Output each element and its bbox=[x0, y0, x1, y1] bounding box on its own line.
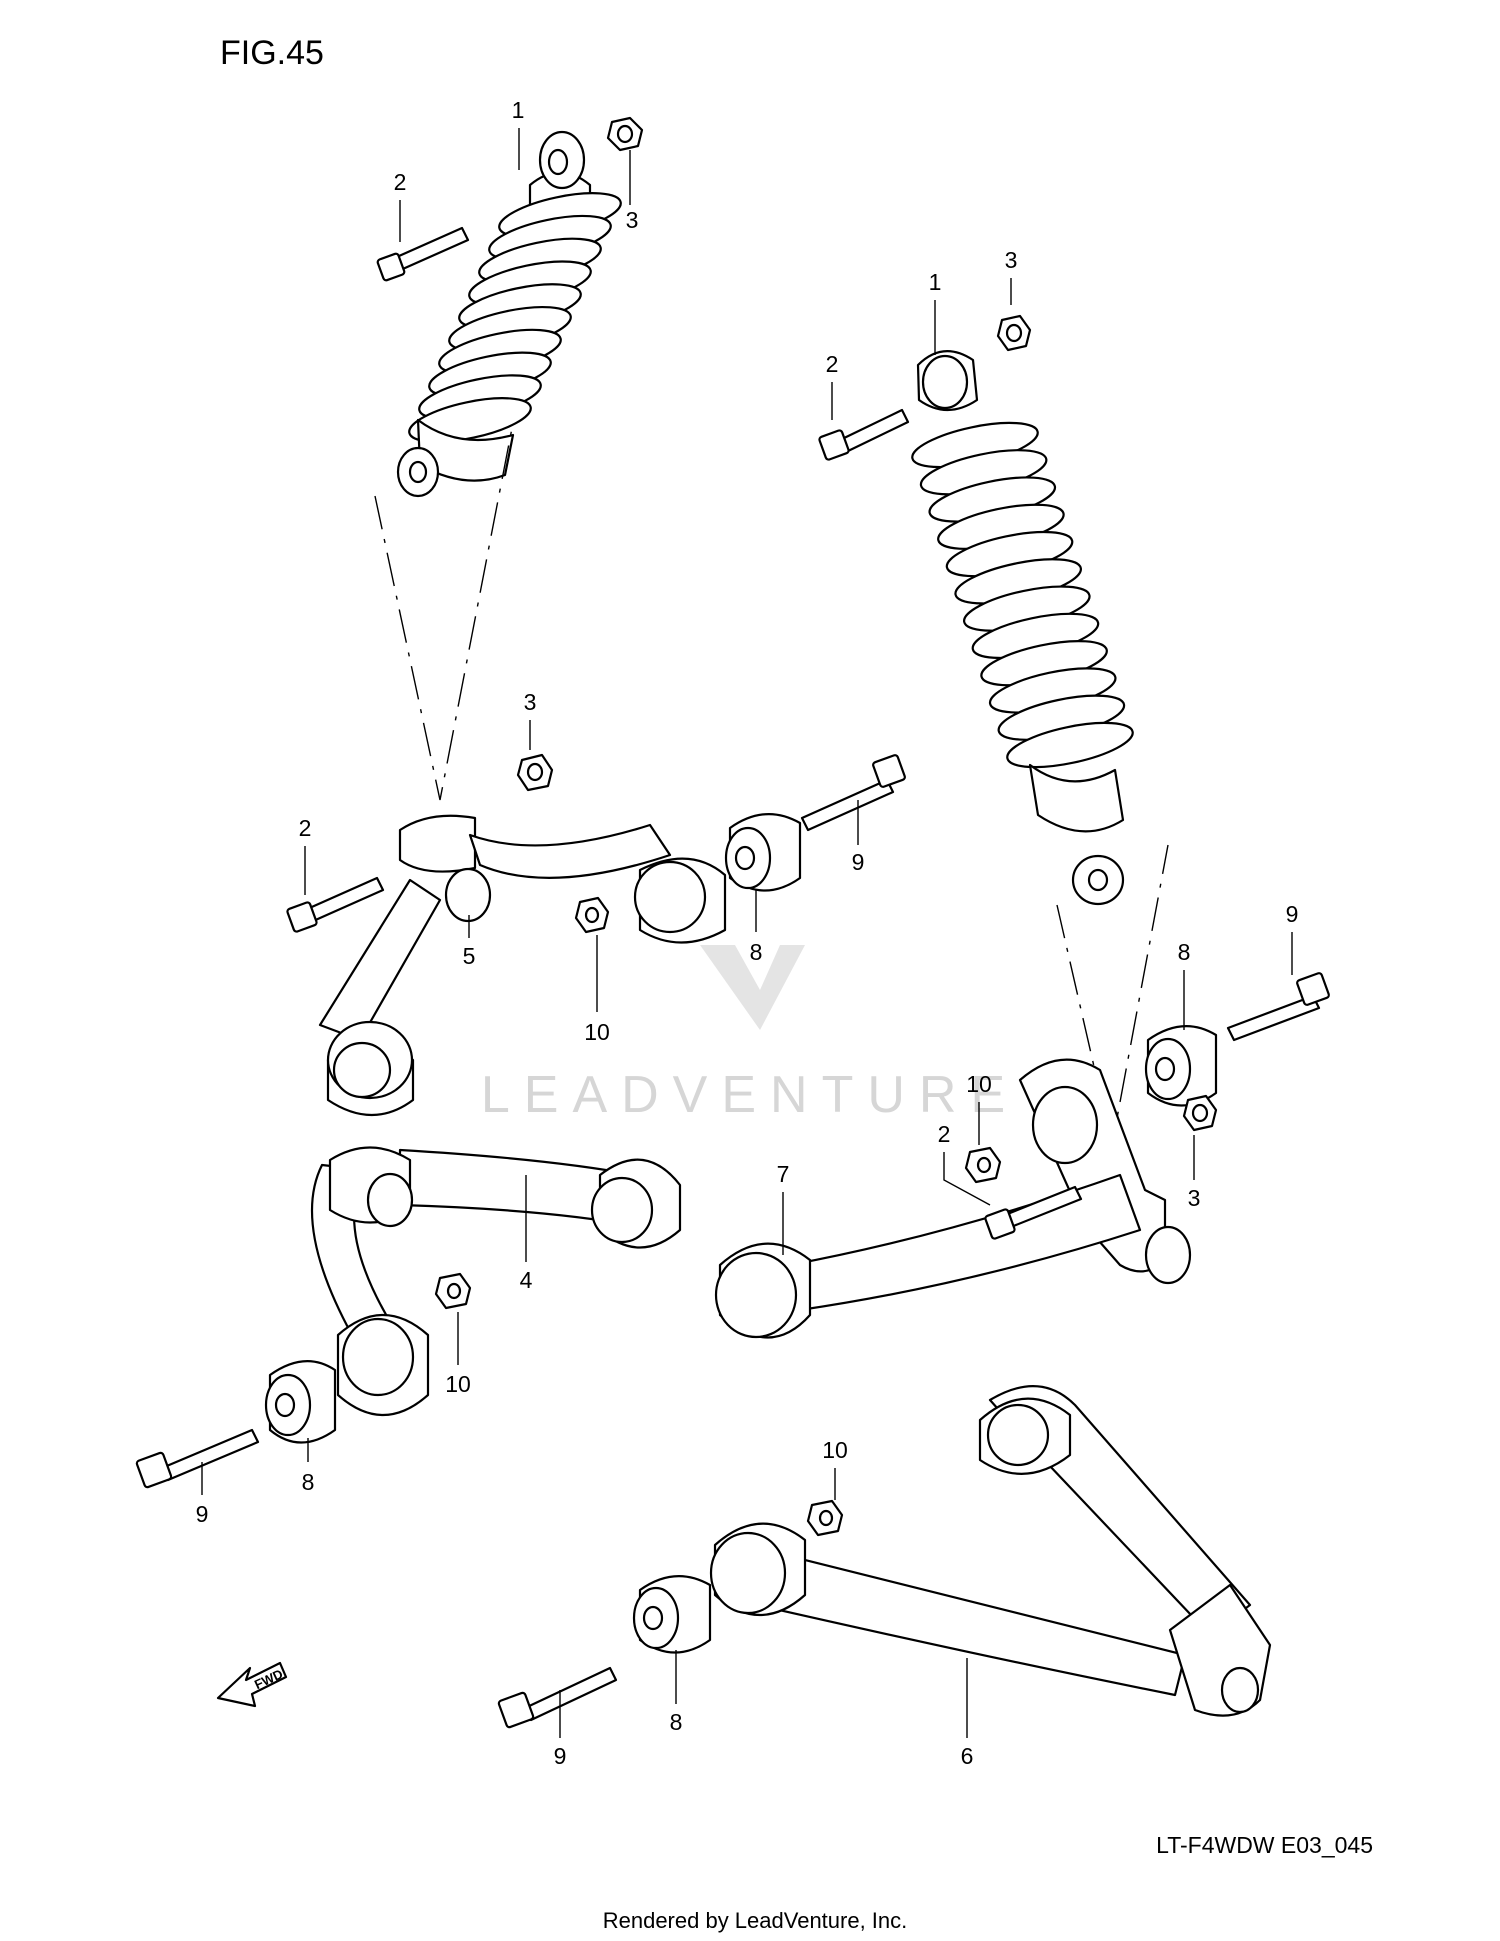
lower-arm-left bbox=[310, 1146, 682, 1416]
fwd-arrow-icon: FWD bbox=[216, 1661, 288, 1708]
shock-absorber-right bbox=[911, 350, 1134, 906]
nut-10b bbox=[964, 1146, 1002, 1184]
bushing-8a bbox=[724, 813, 802, 892]
callout-c2c: 2 bbox=[299, 815, 312, 841]
leadventure-watermark: LEADVENTURE bbox=[481, 830, 1019, 1124]
callout-c10d: 10 bbox=[822, 1437, 848, 1463]
callout-c2a: 2 bbox=[394, 169, 407, 195]
lower-arm-right bbox=[709, 1385, 1272, 1717]
nut-right-top bbox=[996, 314, 1032, 352]
callout-c8a: 8 bbox=[750, 939, 763, 965]
bolt-9b bbox=[1226, 972, 1330, 1042]
bolt-right-top bbox=[818, 408, 910, 461]
callout-c3c: 3 bbox=[524, 689, 537, 715]
nut-10a bbox=[574, 896, 610, 934]
callout-c4: 4 bbox=[520, 1267, 533, 1293]
callout-c1b: 1 bbox=[929, 269, 942, 295]
spring-coil bbox=[1006, 721, 1134, 769]
callout-c7: 7 bbox=[777, 1161, 790, 1187]
bolt-9a bbox=[800, 754, 906, 832]
rendered-by: Rendered by LeadVenture, Inc. bbox=[603, 1908, 908, 1933]
callout-c8c: 8 bbox=[302, 1469, 315, 1495]
bolt-9c bbox=[135, 1428, 260, 1489]
callout-c3d: 3 bbox=[1188, 1185, 1201, 1211]
callout-leaders bbox=[201, 128, 1293, 1738]
callout-c3a: 3 bbox=[626, 207, 639, 233]
callout-c6: 6 bbox=[961, 1743, 974, 1769]
drawing-code: LT-F4WDW E03_045 bbox=[1156, 1832, 1373, 1858]
callout-c9a: 9 bbox=[852, 849, 865, 875]
shock-absorber-left bbox=[396, 130, 622, 498]
nut-left-top bbox=[606, 116, 644, 152]
bushing-8c bbox=[264, 1360, 337, 1444]
callout-c8b: 8 bbox=[1178, 939, 1191, 965]
bushing-8b bbox=[1144, 1025, 1218, 1107]
callout-c2d: 2 bbox=[938, 1121, 951, 1147]
projection-line-left bbox=[374, 427, 513, 801]
upper-arm-right bbox=[714, 1058, 1192, 1339]
callout-labels: 1 2 3 1 2 3 3 2 9 8 5 10 9 8 10 2 3 7 4 10 8 9 10 8 9 6 bbox=[196, 97, 1299, 1769]
callout-c10b: 10 bbox=[966, 1071, 992, 1097]
callout-c9b: 9 bbox=[1286, 901, 1299, 927]
callout-c9d: 9 bbox=[554, 1743, 567, 1769]
bushing-8d bbox=[632, 1575, 712, 1654]
callout-c5: 5 bbox=[463, 943, 476, 969]
bolt-9d bbox=[497, 1666, 618, 1729]
callout-c3b: 3 bbox=[1005, 247, 1018, 273]
callout-c10a: 10 bbox=[584, 1019, 610, 1045]
bolt-left-top bbox=[376, 226, 470, 282]
callout-c10c: 10 bbox=[445, 1371, 471, 1397]
watermark-text: LEADVENTURE bbox=[481, 1066, 1019, 1124]
upper-arm-left bbox=[318, 814, 727, 1117]
nut-left-mid bbox=[516, 753, 554, 792]
nut-10c bbox=[434, 1272, 472, 1310]
callout-c1a: 1 bbox=[512, 97, 525, 123]
nut-10d bbox=[806, 1499, 844, 1537]
callout-c2b: 2 bbox=[826, 351, 839, 377]
nut-right-mid bbox=[1182, 1094, 1218, 1132]
callout-c9c: 9 bbox=[196, 1501, 209, 1527]
figure-title: FIG.45 bbox=[220, 34, 324, 72]
fwd-label: FWD bbox=[252, 1666, 285, 1692]
callout-c8d: 8 bbox=[670, 1709, 683, 1735]
bolt-right-mid bbox=[984, 1185, 1083, 1240]
callout-leader-c2d bbox=[943, 1152, 991, 1206]
spring-coil bbox=[408, 397, 532, 443]
bolt-left-mid bbox=[286, 876, 385, 933]
